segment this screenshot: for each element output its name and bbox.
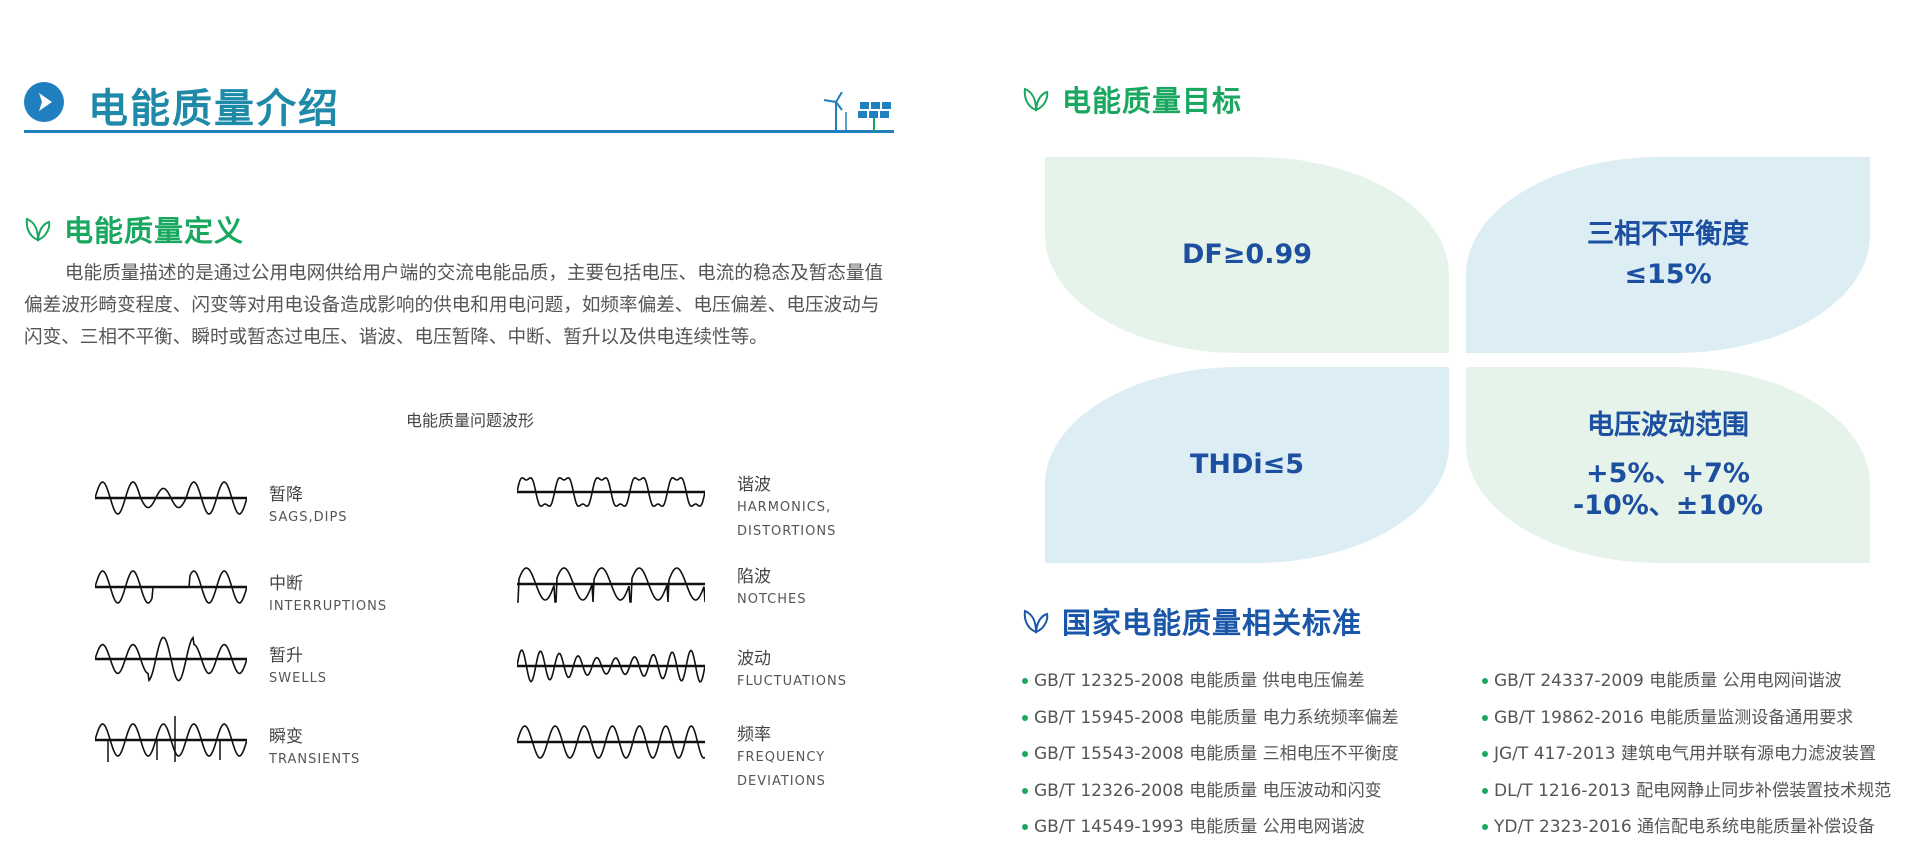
waveform-title: 电能质量问题波形 bbox=[405, 411, 534, 430]
definition-title: 电能质量定义 bbox=[64, 214, 245, 248]
standard-text: GB/T 14549-1993 电能质量 公用电网谐波 bbox=[1034, 817, 1365, 837]
standard-text: GB/T 12326-2008 电能质量 电压波动和闪变 bbox=[1034, 780, 1382, 801]
waveform-label-en: SAGS,DIPS bbox=[269, 510, 348, 525]
bullet-icon bbox=[1022, 714, 1028, 721]
waveform-label-en: TRANSIENTS bbox=[269, 752, 361, 767]
standard-item: GB/T 12325-2008 电能质量 供电电压偏差 bbox=[1022, 666, 1365, 691]
standard-text: GB/T 15945-2008 电能质量 电力系统频率偏差 bbox=[1034, 707, 1399, 728]
definition-paragraph: 电能质量描述的是通过公用电网供给用户端的交流电能品质，主要包括电压、电流的稳态及… bbox=[24, 258, 896, 354]
title-divider bbox=[24, 130, 894, 133]
waveform-swell bbox=[95, 635, 247, 683]
voltage-title: 电压波动范围 bbox=[1587, 410, 1749, 441]
waveform-label-en: DISTORTIONS bbox=[737, 524, 837, 539]
leaf-icon bbox=[1023, 87, 1049, 112]
bullet-icon bbox=[1022, 751, 1028, 757]
bullet-icon bbox=[1482, 787, 1488, 794]
waveform-label-en: FREQUENCY bbox=[737, 750, 826, 765]
waveform-label: 瞬变 TRANSIENTS bbox=[269, 726, 360, 772]
standard-text: GB/T 12325-2008 电能质量 供电电压偏差 bbox=[1034, 671, 1365, 691]
standard-text: GB/T 24337-2009 电能质量 公用电网间谐波 bbox=[1494, 671, 1842, 691]
standards-heading: 国家电能质量相关标准 bbox=[1022, 600, 1362, 642]
target-thdi: THDi≤5 bbox=[1045, 367, 1449, 563]
waveform-trans bbox=[95, 716, 247, 762]
bullet-icon bbox=[1022, 678, 1028, 684]
standards-title: 国家电能质量相关标准 bbox=[1062, 606, 1363, 640]
standard-item: YD/T 2323-2016 通信配电系统电能质量补偿设备 bbox=[1482, 812, 1875, 837]
waveform-label: 波动 FLUCTUATIONS bbox=[737, 648, 847, 694]
waveform-label-en: INTERRUPTIONS bbox=[269, 599, 388, 614]
waveform-label-cn: 波动 bbox=[737, 649, 771, 669]
voltage-value-1: +5%、+7% bbox=[1586, 458, 1750, 489]
leaf-icon bbox=[25, 217, 51, 242]
waveform-label: 频率 FREQUENCY DEVIATIONS bbox=[737, 724, 826, 794]
waveform-label-cn: 暂升 bbox=[269, 646, 303, 666]
standard-item: GB/T 15945-2008 电能质量 电力系统频率偏差 bbox=[1022, 703, 1399, 728]
df-value: DF≥0.99 bbox=[1181, 239, 1313, 270]
waveform-label-en: SWELLS bbox=[269, 671, 328, 686]
waveform-label-cn: 谐波 bbox=[737, 475, 771, 495]
voltage-value-2: -10%、±10% bbox=[1572, 490, 1764, 521]
waveform-label-cn: 中断 bbox=[269, 574, 303, 594]
standard-item: GB/T 24337-2009 电能质量 公用电网间谐波 bbox=[1482, 666, 1842, 691]
standard-text: YD/T 2323-2016 通信配电系统电能质量补偿设备 bbox=[1494, 817, 1876, 837]
waveform-label-cn: 暂降 bbox=[269, 485, 303, 505]
waveform-label-cn: 瞬变 bbox=[269, 727, 303, 747]
waveform-label: 暂降 SAGS,DIPS bbox=[269, 484, 348, 530]
waveform-label: 陷波 NOTCHES bbox=[737, 566, 806, 612]
bullet-icon bbox=[1022, 787, 1028, 794]
wind-solar-icon bbox=[816, 91, 896, 138]
definition-text: 电能质量描述的是通过公用电网供给用户端的交流电能品质，主要包括电压、电流的稳态及… bbox=[24, 263, 884, 348]
waveform-label-en: FLUCTUATIONS bbox=[737, 674, 847, 689]
waveform-freq bbox=[517, 725, 705, 759]
standard-item: GB/T 12326-2008 电能质量 电压波动和闪变 bbox=[1022, 776, 1382, 801]
thdi-value: THDi≤5 bbox=[1189, 449, 1305, 480]
standard-text: GB/T 19862-2016 电能质量监测设备通用要求 bbox=[1494, 707, 1854, 728]
unbalance-value: ≤15% bbox=[1624, 259, 1712, 290]
waveform-label: 中断 INTERRUPTIONS bbox=[269, 573, 387, 619]
standard-item: GB/T 14549-1993 电能质量 公用电网谐波 bbox=[1022, 812, 1365, 837]
waveform-label-cn: 频率 bbox=[737, 725, 771, 745]
definition-heading: 电能质量定义 bbox=[24, 208, 244, 250]
bullet-icon bbox=[1482, 824, 1488, 830]
target-unbalance: 三相不平衡度 ≤15% bbox=[1466, 157, 1870, 353]
targets-heading: 电能质量目标 bbox=[1022, 78, 1242, 120]
leaf-icon bbox=[1023, 609, 1049, 634]
bullet-icon bbox=[1482, 751, 1488, 757]
standard-item: GB/T 15543-2008 电能质量 三相电压不平衡度 bbox=[1022, 739, 1399, 764]
waveform-harm bbox=[517, 476, 705, 508]
target-voltage: 电压波动范围 +5%、+7% -10%、±10% bbox=[1466, 367, 1870, 563]
bullet-icon bbox=[1482, 714, 1488, 721]
waveform-notch bbox=[517, 567, 705, 603]
unbalance-title: 三相不平衡度 bbox=[1587, 219, 1749, 250]
standard-text: DL/T 1216-2013 配电网静止同步补偿装置技术规范 bbox=[1494, 780, 1892, 801]
bullet-icon bbox=[1482, 678, 1488, 684]
waveform-label-en: NOTCHES bbox=[737, 592, 807, 607]
standard-text: JG/T 417-2013 建筑电气用并联有源电力滤波装置 bbox=[1494, 744, 1876, 764]
bullet-icon bbox=[1022, 824, 1028, 830]
page-title: 电能质量介绍 bbox=[88, 86, 340, 132]
waveform-fluct bbox=[517, 649, 705, 683]
waveform-label-en: DEVIATIONS bbox=[737, 774, 826, 789]
standard-text: GB/T 15543-2008 电能质量 三相电压不平衡度 bbox=[1034, 744, 1399, 764]
waveform-sag bbox=[95, 481, 247, 515]
waveform-label-en: HARMONICS, bbox=[737, 500, 832, 515]
standard-item: DL/T 1216-2013 配电网静止同步补偿装置技术规范 bbox=[1482, 776, 1891, 801]
waveform-label: 谐波 HARMONICS, DISTORTIONS bbox=[737, 474, 836, 544]
standard-item: JG/T 417-2013 建筑电气用并联有源电力滤波装置 bbox=[1482, 739, 1876, 764]
standard-item: GB/T 19862-2016 电能质量监测设备通用要求 bbox=[1482, 703, 1853, 728]
waveform-label: 暂升 SWELLS bbox=[269, 645, 327, 691]
target-df: DF≥0.99 bbox=[1045, 157, 1449, 353]
arrow-circle-icon bbox=[24, 82, 64, 122]
targets-title: 电能质量目标 bbox=[1062, 84, 1243, 118]
waveform-int bbox=[95, 570, 247, 604]
waveform-label-cn: 陷波 bbox=[737, 567, 771, 587]
